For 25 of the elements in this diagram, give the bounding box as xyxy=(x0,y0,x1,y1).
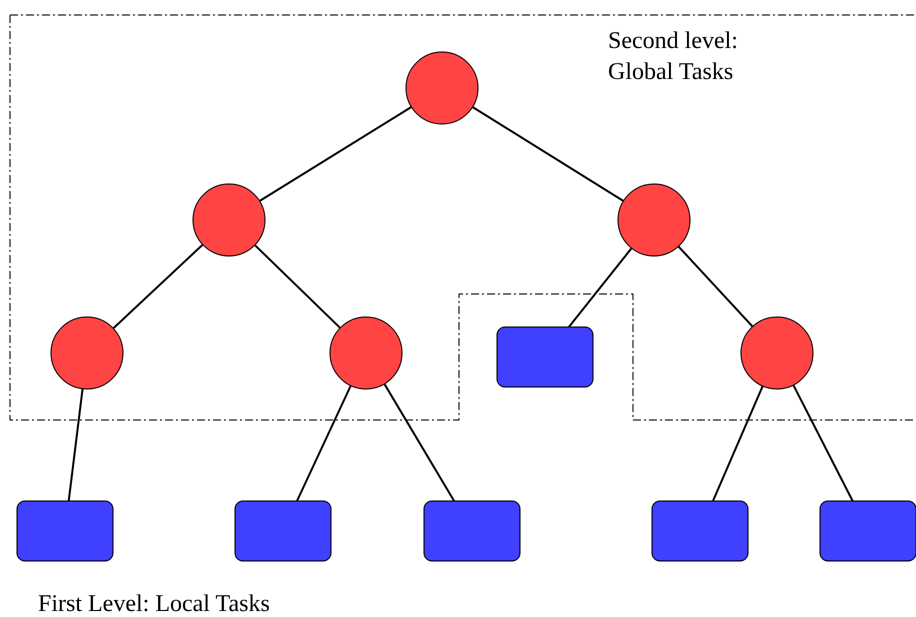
task-box xyxy=(16,500,114,562)
task-box xyxy=(496,326,594,388)
task-circle xyxy=(406,52,478,124)
task-circle xyxy=(618,184,690,256)
connector-line xyxy=(112,244,204,330)
level-label: Second level: Global Tasks xyxy=(608,27,739,87)
task-box xyxy=(820,500,916,562)
task-circle xyxy=(740,316,814,390)
connector-line xyxy=(568,248,632,328)
connector-line xyxy=(792,384,854,502)
connector-line xyxy=(384,383,455,502)
task-circle xyxy=(50,316,124,390)
task-circle xyxy=(192,184,266,256)
connector-line xyxy=(712,386,764,502)
connector-line xyxy=(678,246,754,328)
task-box xyxy=(424,500,520,562)
task-box xyxy=(652,500,748,562)
task-box xyxy=(234,500,332,562)
connector-line xyxy=(254,244,341,329)
connector-line xyxy=(259,106,412,202)
connector-line xyxy=(296,385,352,502)
level-label: First Level: Local Tasks xyxy=(38,590,271,617)
connector-line xyxy=(68,388,84,502)
connector-line xyxy=(472,106,624,202)
task-circle xyxy=(330,316,402,390)
